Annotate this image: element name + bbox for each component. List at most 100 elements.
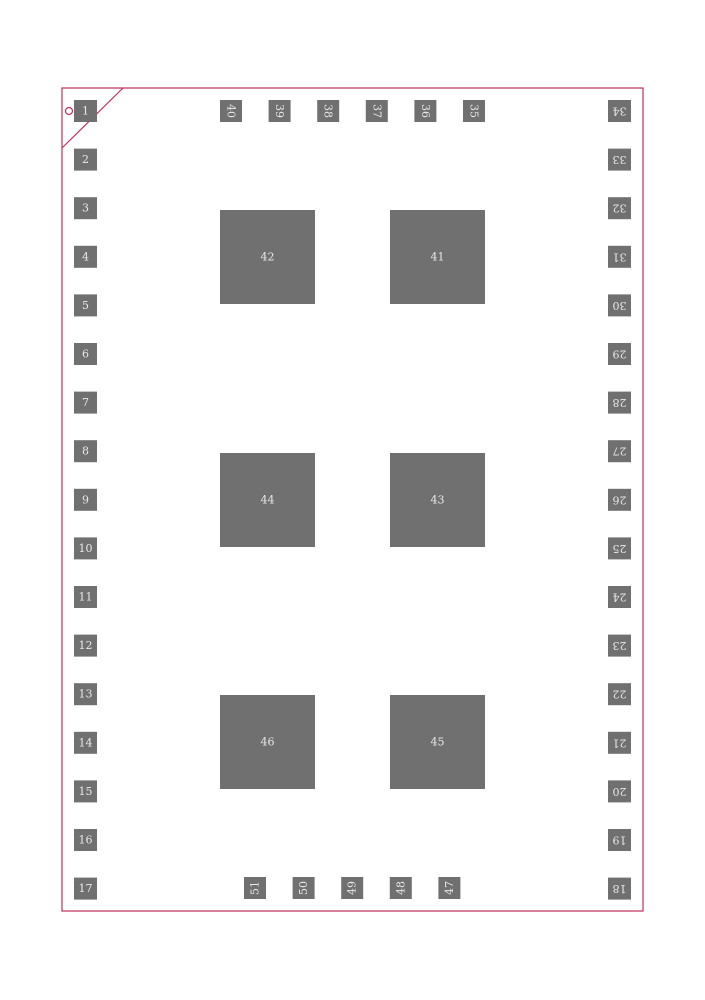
- top-pad-39: 39: [268, 100, 291, 122]
- right-pad-23: 23: [608, 634, 631, 657]
- exposed-pad-46: 46: [220, 695, 315, 789]
- right-pad-27-shape: [608, 440, 631, 463]
- left-pad-3-label: 3: [82, 202, 89, 215]
- top-pad-38-shape: [317, 100, 340, 122]
- right-pad-26-label: 26: [613, 493, 627, 506]
- right-pad-24-label: 24: [613, 591, 627, 604]
- left-pad-2-label: 2: [82, 153, 89, 166]
- right-pad-22-label: 22: [613, 688, 627, 701]
- left-pad-14-label: 14: [79, 736, 93, 749]
- left-pad-13-shape: [74, 683, 97, 706]
- bottom-pad-48-shape: [389, 877, 412, 899]
- right-pad-23-shape: [608, 634, 631, 657]
- right-pad-24: 24: [608, 586, 631, 608]
- bottom-pad-48: 48: [389, 877, 412, 899]
- package-outline: [61, 87, 644, 912]
- left-pad-4-shape: [74, 245, 97, 268]
- left-pad-16-label: 16: [79, 834, 93, 847]
- right-pad-20-label: 20: [613, 785, 627, 798]
- right-pad-20: 20: [608, 780, 631, 803]
- right-pad-24-shape: [608, 586, 631, 608]
- left-pad-1-shape: [74, 100, 97, 122]
- right-pad-29-shape: [608, 343, 631, 365]
- left-pad-7: 7: [74, 391, 97, 414]
- right-pad-22-shape: [608, 683, 631, 706]
- left-pad-15-shape: [74, 780, 97, 803]
- left-pad-12-shape: [74, 634, 97, 657]
- right-pad-31: 31: [608, 245, 631, 268]
- left-pad-17-shape: [74, 877, 97, 900]
- left-pad-17-label: 17: [79, 882, 93, 895]
- left-pad-3: 3: [74, 197, 97, 220]
- right-pad-30-shape: [608, 294, 631, 317]
- right-pad-32-shape: [608, 197, 631, 220]
- right-pad-32: 32: [608, 197, 631, 220]
- exposed-pad-42-shape: [220, 210, 315, 304]
- top-pad-40: 40: [220, 100, 242, 122]
- pin1-marker-icon: [64, 106, 74, 116]
- left-pad-5-label: 5: [82, 299, 89, 312]
- left-pad-5: 5: [74, 294, 97, 317]
- exposed-pad-46-shape: [220, 695, 315, 789]
- right-pad-19: 19: [608, 829, 631, 851]
- bottom-pad-48-label: 48: [394, 881, 407, 895]
- exposed-pad-41-label: 41: [431, 251, 445, 264]
- exposed-pad-44: 44: [220, 453, 315, 547]
- left-pad-1-label: 1: [82, 105, 89, 118]
- right-pad-34-label: 34: [613, 105, 627, 118]
- left-pad-2: 2: [74, 148, 97, 171]
- bottom-pad-51: 51: [244, 877, 266, 899]
- bottom-pad-51-label: 51: [249, 881, 262, 895]
- top-pad-38-label: 38: [322, 104, 335, 118]
- right-pad-28: 28: [608, 391, 631, 414]
- bottom-pad-49-shape: [341, 877, 364, 899]
- top-pad-39-label: 39: [273, 104, 286, 118]
- right-pad-31-label: 31: [613, 250, 627, 263]
- right-pad-32-label: 32: [613, 202, 627, 215]
- bottom-pad-49: 49: [341, 877, 364, 899]
- left-pad-4: 4: [74, 245, 97, 268]
- bottom-pad-49-label: 49: [346, 881, 359, 895]
- exposed-pad-45-label: 45: [431, 736, 445, 749]
- left-pad-15-label: 15: [79, 785, 93, 798]
- right-pad-21-shape: [608, 731, 631, 754]
- left-pad-1: 1: [74, 100, 97, 122]
- exposed-pad-43: 43: [390, 453, 485, 547]
- right-pad-25-label: 25: [613, 542, 627, 555]
- top-pad-36-label: 36: [419, 104, 432, 118]
- right-pad-33: 33: [608, 148, 631, 171]
- left-pad-14: 14: [74, 731, 97, 754]
- top-pad-40-label: 40: [225, 104, 238, 118]
- bottom-pad-47: 47: [438, 877, 461, 899]
- right-pad-34: 34: [608, 100, 631, 122]
- right-pad-21: 21: [608, 731, 631, 754]
- right-pad-22: 22: [608, 683, 631, 706]
- right-pad-33-label: 33: [613, 153, 627, 166]
- right-pad-31-shape: [608, 245, 631, 268]
- right-pad-30: 30: [608, 294, 631, 317]
- left-pad-6-label: 6: [82, 348, 89, 361]
- left-pad-10-shape: [74, 537, 97, 560]
- left-pad-8-label: 8: [82, 445, 89, 458]
- left-pad-7-shape: [74, 391, 97, 414]
- right-pad-27-label: 27: [613, 445, 627, 458]
- top-pad-36-shape: [414, 100, 437, 122]
- top-pad-35-label: 35: [468, 104, 481, 118]
- right-pad-29: 29: [608, 343, 631, 365]
- bottom-pad-51-shape: [244, 877, 266, 899]
- left-pad-11: 11: [74, 586, 97, 608]
- left-pad-12: 12: [74, 634, 97, 657]
- right-pad-18: 18: [608, 877, 631, 900]
- left-pad-17: 17: [74, 877, 97, 900]
- right-pad-18-label: 18: [613, 882, 627, 895]
- left-pad-16-shape: [74, 829, 97, 851]
- left-pad-11-label: 11: [79, 591, 93, 604]
- top-pad-37: 37: [365, 100, 388, 122]
- right-pad-26: 26: [608, 488, 631, 511]
- right-pad-19-shape: [608, 829, 631, 851]
- exposed-pad-42-label: 42: [261, 251, 275, 264]
- left-pad-4-label: 4: [82, 250, 89, 263]
- left-pad-3-shape: [74, 197, 97, 220]
- right-pad-25-shape: [608, 537, 631, 560]
- left-pad-9-shape: [74, 488, 97, 511]
